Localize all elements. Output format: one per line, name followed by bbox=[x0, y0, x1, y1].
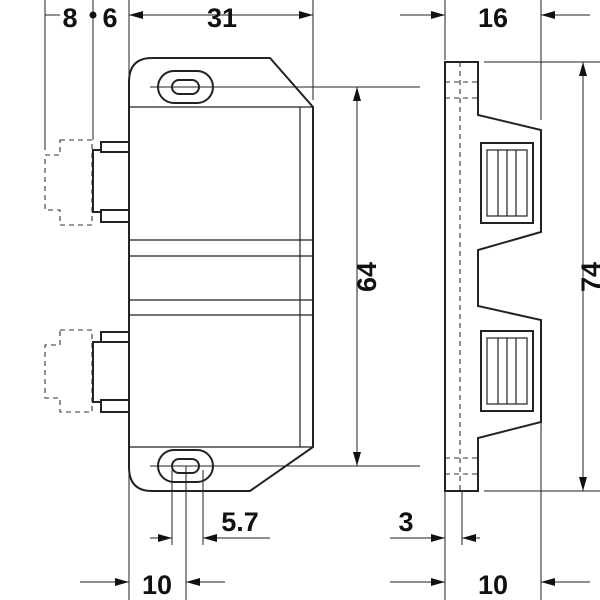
catch-housing bbox=[128, 57, 314, 492]
dim-74: 74 bbox=[576, 262, 600, 292]
magnet-pocket-top bbox=[480, 142, 534, 224]
dimension-lines bbox=[44, 0, 600, 600]
dim-6: 6 bbox=[102, 3, 117, 33]
dim-31: 31 bbox=[207, 3, 237, 33]
housing-details bbox=[129, 106, 313, 448]
screw-slot-top bbox=[150, 70, 420, 104]
side-holes bbox=[445, 81, 478, 475]
magnet-pocket-bottom bbox=[480, 330, 534, 412]
strike-ghost-outline bbox=[44, 139, 93, 413]
side-view bbox=[444, 61, 542, 492]
plunger-bottom bbox=[92, 331, 130, 413]
dim-5-7: 5.7 bbox=[221, 507, 259, 537]
side-profile bbox=[444, 61, 542, 492]
dim-3: 3 bbox=[398, 507, 413, 537]
plunger-top bbox=[92, 141, 130, 223]
dim-8: 8 bbox=[62, 3, 77, 33]
dim-16: 16 bbox=[478, 3, 508, 33]
dim-10-right: 10 bbox=[478, 570, 508, 600]
dim-10-left: 10 bbox=[142, 570, 172, 600]
dim-64: 64 bbox=[352, 262, 382, 292]
